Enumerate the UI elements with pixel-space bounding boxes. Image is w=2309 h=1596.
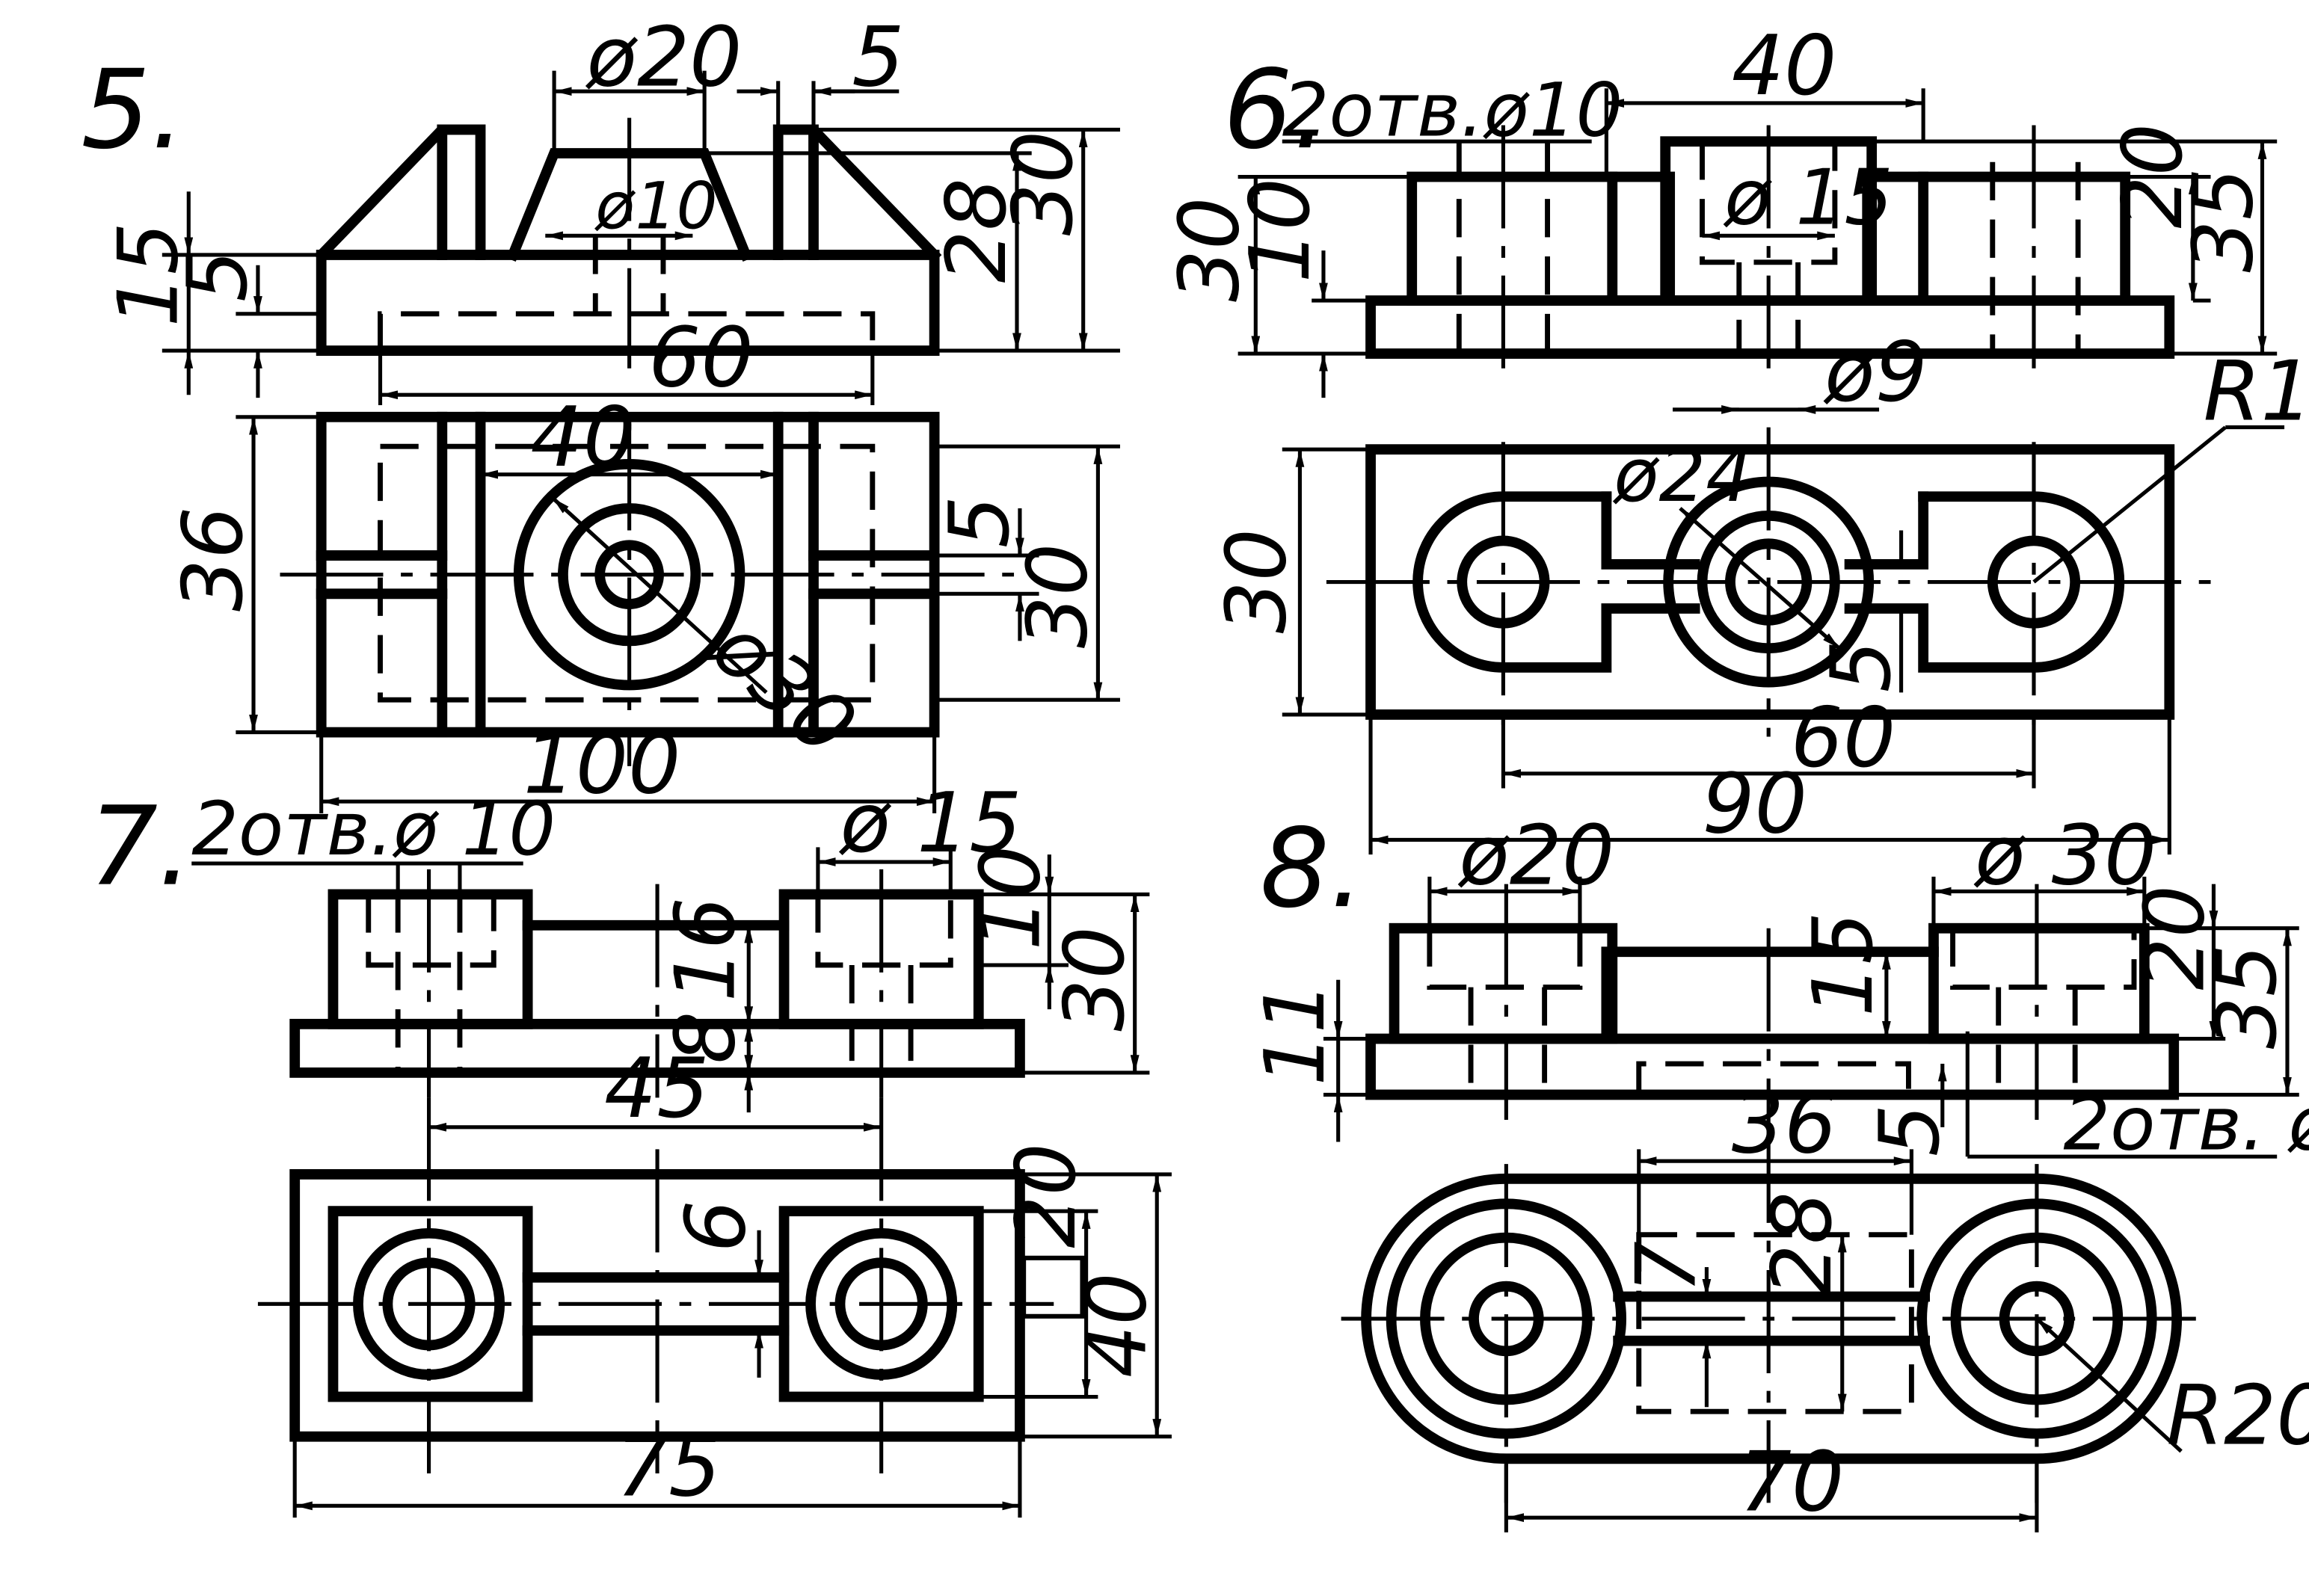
dimension-label: 6 (668, 1200, 764, 1252)
dimension-label: 100 (523, 717, 681, 813)
dimension-label: 28 (1755, 1192, 1851, 1296)
top-view-7 (257, 1097, 1054, 1473)
dimension-label: 36 (1732, 1076, 1836, 1172)
dimension-label: 40 (531, 390, 636, 486)
dimension-label: 2отв.ø 10 (191, 787, 556, 872)
top-view-8 (1341, 1119, 2204, 1503)
dimension-label: 10 (1233, 178, 1329, 283)
dimension-label: ø9 (1823, 325, 1928, 421)
dimension-label: 40 (1732, 19, 1836, 114)
dimension-label: 36 (166, 507, 262, 611)
dimension-label: 30 (1011, 543, 1107, 648)
dimension-label: 30 (1163, 197, 1258, 302)
dimension-labels-6: 2отв.ø10 40 ø 15 30 10 20 35 ø9 R10 ø24 … (1163, 19, 2309, 852)
dimension-label: 2отв.ø10 (1282, 68, 1623, 153)
dimension-label: 5 (1863, 1104, 1958, 1156)
dimension-label: 35 (2177, 167, 2272, 272)
dimension-label: 5 (170, 250, 266, 302)
dimension-label: 30 (1210, 529, 1306, 633)
dimension-label: 7 (1620, 1241, 1715, 1293)
dimension-label: ø 15 (838, 776, 1021, 872)
top-view-6 (1326, 427, 2211, 737)
dimension-label: 8 (659, 1011, 754, 1064)
dimensions-6 (1237, 88, 2285, 855)
front-view-5 (313, 117, 942, 369)
dimensions-8 (1323, 876, 2299, 1532)
dimension-label: ø 15 (1723, 154, 1893, 243)
drawing-number-6: 6. (1223, 47, 1327, 173)
dimension-label: 5 (852, 10, 904, 105)
dimension-label: R10 (2204, 345, 2309, 440)
dimension-label: 70 (1739, 1435, 1844, 1530)
dimension-labels-5: ø20 5 ø10 28 30 15 5 60 40 36 5 30 ø30 1… (102, 10, 1107, 813)
dimension-label: 10 (964, 845, 1060, 950)
dimension-label: 60 (648, 310, 753, 406)
dimension-label: 45 (604, 1041, 709, 1137)
front-view-6 (1365, 125, 2175, 369)
dimension-label: 15 (1796, 912, 1892, 1017)
dimension-label: 35 (2200, 944, 2296, 1049)
dimension-label: ø30 (693, 599, 874, 775)
dimension-label: ø10 (594, 170, 717, 244)
dimension-label: 16 (659, 897, 754, 1002)
dimension-label: ø20 (585, 10, 742, 105)
front-view-8 (1365, 884, 2180, 1120)
drawing-7: 7. (88, 776, 1172, 1518)
dimension-label: ø24 (1612, 434, 1753, 519)
dimension-label: □20 (999, 1143, 1095, 1326)
dimension-labels-7: 2отв.ø 10 ø 15 10 16 30 8 45 6 □20 40 75 (191, 776, 1165, 1515)
dimension-label: ø 30 (1973, 809, 2156, 905)
drawing-number-8: 8. (1260, 806, 1364, 932)
dimension-label: 5 (932, 496, 1028, 548)
drawing-5: 5. (81, 10, 1120, 813)
drawing-6: 6. (1163, 19, 2309, 855)
dimension-label: 90 (1703, 757, 1807, 853)
dimension-labels-8: ø20 ø 30 15 20 35 11 36 5 2отв. ø15 7 28… (1248, 809, 2309, 1531)
dimension-label: 60 (1791, 691, 1896, 786)
drawing-number-7: 7. (88, 784, 192, 911)
dimension-label: 2отв. ø15 (2063, 1082, 2309, 1167)
dimension-label: 30 (1048, 926, 1143, 1031)
dimension-label: 20 (2106, 123, 2201, 228)
top-view-5 (280, 411, 1032, 766)
dimension-label: 15 (102, 222, 197, 327)
dimensions-7 (191, 847, 1172, 1518)
dimension-label: 30 (996, 131, 1092, 235)
dimension-label: 75 (616, 1420, 721, 1516)
dimensions-5 (162, 70, 1120, 813)
dimension-label: 11 (1248, 981, 1344, 1085)
drawing-number-5: 5. (81, 47, 185, 173)
dimension-label: 40 (1069, 1272, 1165, 1377)
drawing-8: 8. (1248, 806, 2309, 1532)
dimension-label: 20 (2128, 885, 2224, 990)
dimension-label: 5 (1814, 640, 1910, 692)
dimension-label: R20 (2166, 1369, 2309, 1464)
dimension-label: ø20 (1457, 809, 1614, 905)
front-view-7 (289, 869, 1025, 1098)
dimension-label: 28 (929, 178, 1025, 283)
